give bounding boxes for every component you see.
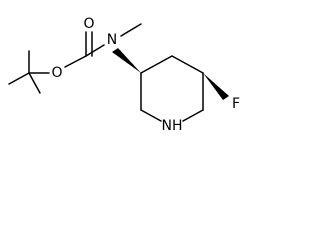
bond-carbonyl-carbon-to-nitrogen — [85, 44, 105, 57]
bond-ester-oxygen-to-carbonyl-carbon — [64, 55, 87, 68]
tert-butyl-group — [8, 50, 50, 94]
carbonyl-oxygen-label: O — [83, 16, 94, 32]
stereo-wedge-c5-f — [203, 73, 229, 100]
bond-nitrogen-to-methyl — [120, 23, 142, 37]
ring-bond-c6-n1 — [182, 109, 204, 122]
chemical-structure-figure: O O N F NH — [8, 16, 240, 134]
bond-tbu-quaternary-to-methyl-bottom — [28, 72, 41, 94]
bond-tbu-quaternary-to-methyl-left — [8, 72, 30, 85]
stereo-wedge-c3-n — [112, 48, 141, 73]
structure-drawing: O O N F NH — [8, 16, 240, 134]
ring-nitrogen-label: NH — [162, 118, 183, 134]
carbamate-nitrogen-label: N — [107, 32, 117, 48]
carbamate-group — [64, 23, 142, 68]
ring-bond-c3-c4 — [140, 55, 173, 74]
fluorine-label: F — [232, 96, 240, 112]
piperidine-ring — [140, 55, 204, 122]
ester-oxygen-label: O — [51, 65, 62, 81]
ring-bond-c4-c5 — [171, 55, 204, 74]
ring-bond-n1-c2 — [140, 109, 162, 122]
